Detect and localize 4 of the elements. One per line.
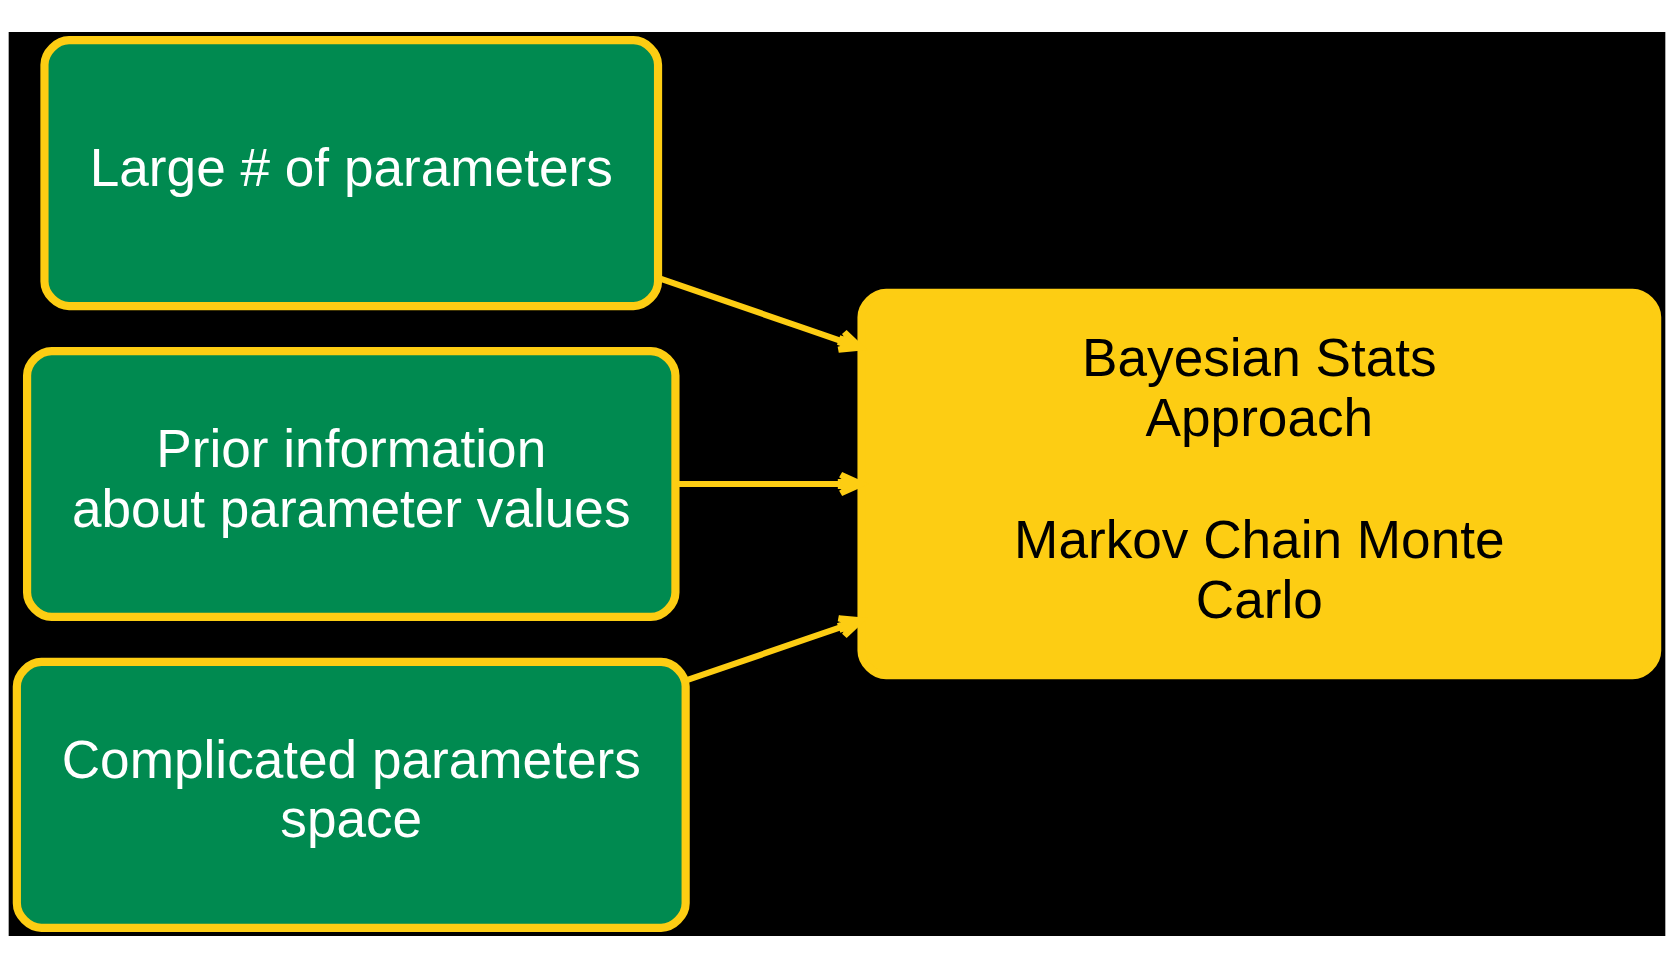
node-box: Complicated parameters space [12, 657, 690, 932]
node-box: Bayesian Stats Approach Markov Chain Monte Carlo [857, 288, 1662, 680]
node-box: Prior information about parameter values [23, 346, 680, 622]
node-box: Large # of parameters [40, 36, 663, 311]
